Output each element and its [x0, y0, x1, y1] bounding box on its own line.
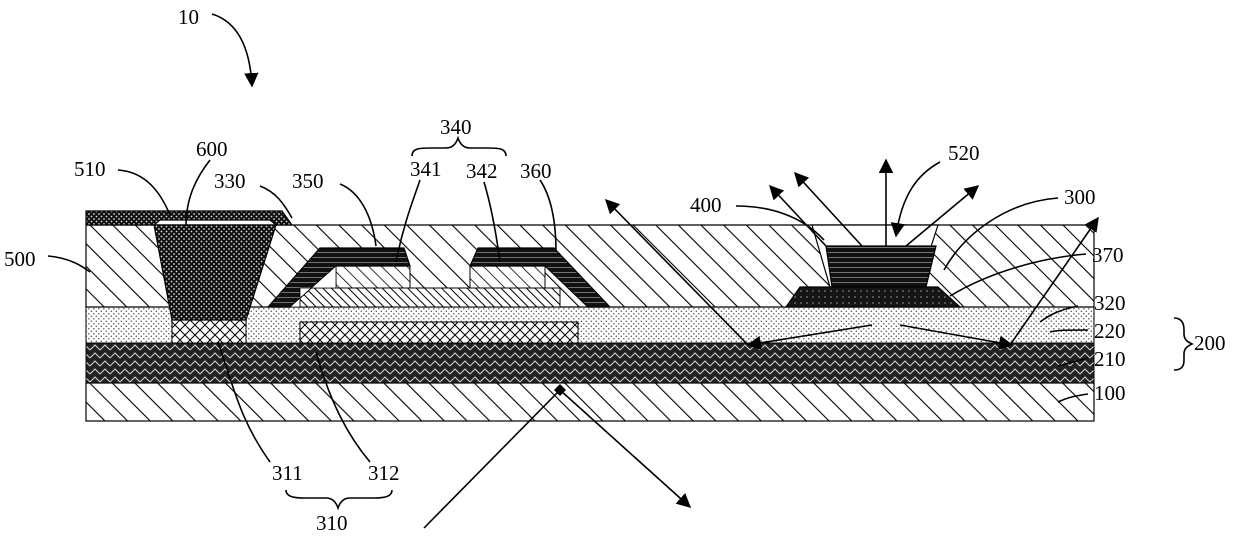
- brace-200: [1174, 318, 1192, 370]
- label-320: 320: [1094, 291, 1126, 315]
- label-370: 370: [1092, 243, 1124, 267]
- label-200: 200: [1194, 331, 1226, 355]
- label-220: 220: [1094, 319, 1126, 343]
- drain-contact-342: [470, 266, 545, 288]
- active-layer-311: [172, 320, 246, 343]
- label-100: 100: [1094, 381, 1126, 405]
- label-600: 600: [196, 137, 228, 161]
- label-312: 312: [368, 461, 400, 485]
- label-500: 500: [4, 247, 36, 271]
- substrate-layer-100: [86, 383, 1094, 421]
- emitter-layer-520: [826, 246, 936, 287]
- figure-reference-arrow: [212, 14, 252, 86]
- label-350: 350: [292, 169, 324, 193]
- label-340: 340: [440, 115, 472, 139]
- leader-510: [118, 170, 170, 215]
- label-400: 400: [690, 193, 722, 217]
- label-330: 330: [214, 169, 246, 193]
- label-311: 311: [272, 461, 303, 485]
- brace-310: [286, 490, 392, 508]
- gate-layer-320: [300, 288, 560, 307]
- source-contact-341: [336, 266, 410, 288]
- buffer-layer-210: [86, 343, 1094, 383]
- label-342: 342: [466, 159, 498, 183]
- electrode-370: [786, 287, 960, 307]
- label-310: 310: [316, 511, 348, 535]
- label-210: 210: [1094, 347, 1126, 371]
- label-520: 520: [948, 141, 980, 165]
- label-510: 510: [74, 157, 106, 181]
- label-341: 341: [410, 157, 442, 181]
- figure-reference-label: 10: [178, 5, 199, 29]
- active-layer-312: [300, 322, 578, 343]
- brace-340: [412, 138, 506, 156]
- label-360: 360: [520, 159, 552, 183]
- electrode-510: [86, 211, 292, 225]
- leader-500: [48, 256, 90, 272]
- label-300: 300: [1064, 185, 1096, 209]
